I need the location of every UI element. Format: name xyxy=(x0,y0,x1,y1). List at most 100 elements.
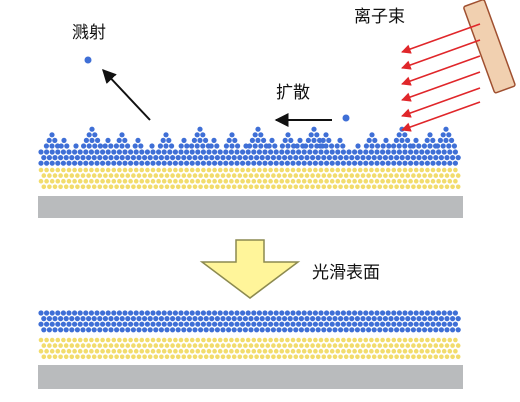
blue-atom xyxy=(144,149,150,155)
yellow-atom xyxy=(416,343,422,348)
blue-atom xyxy=(262,160,268,166)
blue-atom xyxy=(380,149,386,155)
blue-atom xyxy=(66,160,72,166)
blue-atom xyxy=(172,310,178,316)
yellow-atom xyxy=(243,184,248,190)
blue-atom xyxy=(377,155,383,161)
blue-atom xyxy=(349,155,355,161)
yellow-atom xyxy=(357,167,363,173)
blue-atom xyxy=(279,143,285,149)
ion-arrow xyxy=(401,87,481,118)
blue-atom xyxy=(374,310,380,316)
yellow-atom xyxy=(198,184,203,190)
yellow-atom xyxy=(80,173,86,178)
yellow-atom xyxy=(422,354,427,360)
blue-atom xyxy=(391,160,397,166)
blue-atom xyxy=(441,160,447,166)
yellow-atom xyxy=(436,178,441,184)
blue-atom xyxy=(310,155,316,161)
yellow-atom xyxy=(341,337,346,343)
blue-atom xyxy=(311,137,317,143)
blue-atom xyxy=(329,160,335,166)
blue-atom xyxy=(119,143,125,149)
blue-atom xyxy=(382,155,388,161)
blue-atom xyxy=(144,321,150,327)
yellow-atom xyxy=(413,348,419,354)
yellow-atom xyxy=(290,167,296,173)
yellow-atom xyxy=(259,184,265,190)
yellow-atom xyxy=(136,354,142,360)
yellow-atom xyxy=(391,337,397,343)
yellow-atom xyxy=(271,184,276,190)
blue-atom xyxy=(270,316,276,322)
blue-atom xyxy=(105,321,111,327)
yellow-atom xyxy=(338,173,343,178)
blue-atom xyxy=(212,321,218,327)
yellow-atom xyxy=(346,178,352,184)
yellow-atom xyxy=(55,337,61,343)
yellow-atom xyxy=(41,343,47,348)
yellow-atom xyxy=(44,337,49,343)
blue-atom xyxy=(318,149,324,155)
blue-atom xyxy=(326,155,332,161)
blue-atom xyxy=(262,149,268,155)
blue-atom xyxy=(430,160,436,166)
blue-atom xyxy=(369,132,375,138)
blue-atom xyxy=(49,143,55,149)
blue-atom xyxy=(436,160,442,166)
yellow-atom xyxy=(192,184,198,190)
yellow-atom xyxy=(338,343,343,348)
blue-atom xyxy=(167,160,173,166)
yellow-atom xyxy=(405,343,411,348)
yellow-atom xyxy=(125,343,131,348)
yellow-atom xyxy=(318,337,324,343)
yellow-atom xyxy=(276,354,282,360)
yellow-atom xyxy=(399,354,405,360)
yellow-atom xyxy=(313,337,318,343)
blue-atom xyxy=(52,316,58,322)
blue-atom xyxy=(209,155,215,161)
yellow-atom xyxy=(285,178,290,184)
yellow-atom xyxy=(72,178,77,184)
yellow-atom xyxy=(307,348,313,354)
yellow-atom xyxy=(268,337,273,343)
yellow-atom xyxy=(332,354,338,360)
blue-atom xyxy=(229,143,235,149)
blue-atom xyxy=(95,137,101,143)
yellow-atom xyxy=(72,348,77,354)
yellow-atom xyxy=(301,348,307,354)
yellow-atom xyxy=(355,354,360,360)
yellow-atom xyxy=(285,167,290,173)
yellow-atom xyxy=(201,348,206,354)
blue-atom xyxy=(357,310,363,316)
yellow-atom xyxy=(450,354,455,360)
yellow-atom xyxy=(187,173,192,178)
blue-atom xyxy=(102,143,108,149)
blue-atom xyxy=(318,321,324,327)
blue-atom xyxy=(288,137,294,143)
blue-atom xyxy=(256,310,262,316)
blue-atom xyxy=(254,327,260,333)
yellow-atom xyxy=(377,184,383,190)
yellow-atom xyxy=(293,354,299,360)
blue-atom xyxy=(298,155,304,161)
blue-atom xyxy=(308,143,314,149)
yellow-atom xyxy=(61,167,66,173)
blue-atom xyxy=(114,327,120,333)
blue-atom xyxy=(133,149,139,155)
blue-atom xyxy=(58,143,64,149)
yellow-atom xyxy=(133,348,139,354)
blue-atom xyxy=(326,327,332,333)
yellow-atom xyxy=(61,348,66,354)
blue-atom xyxy=(192,316,198,322)
yellow-atom xyxy=(83,167,89,173)
blue-atom xyxy=(203,137,209,143)
yellow-atom xyxy=(139,337,145,343)
yellow-atom xyxy=(187,354,192,360)
blue-atom xyxy=(149,143,155,149)
blue-atom xyxy=(136,327,142,333)
yellow-atom xyxy=(94,337,100,343)
blue-atom xyxy=(352,310,358,316)
yellow-atom xyxy=(385,178,391,184)
yellow-atom xyxy=(287,354,293,360)
